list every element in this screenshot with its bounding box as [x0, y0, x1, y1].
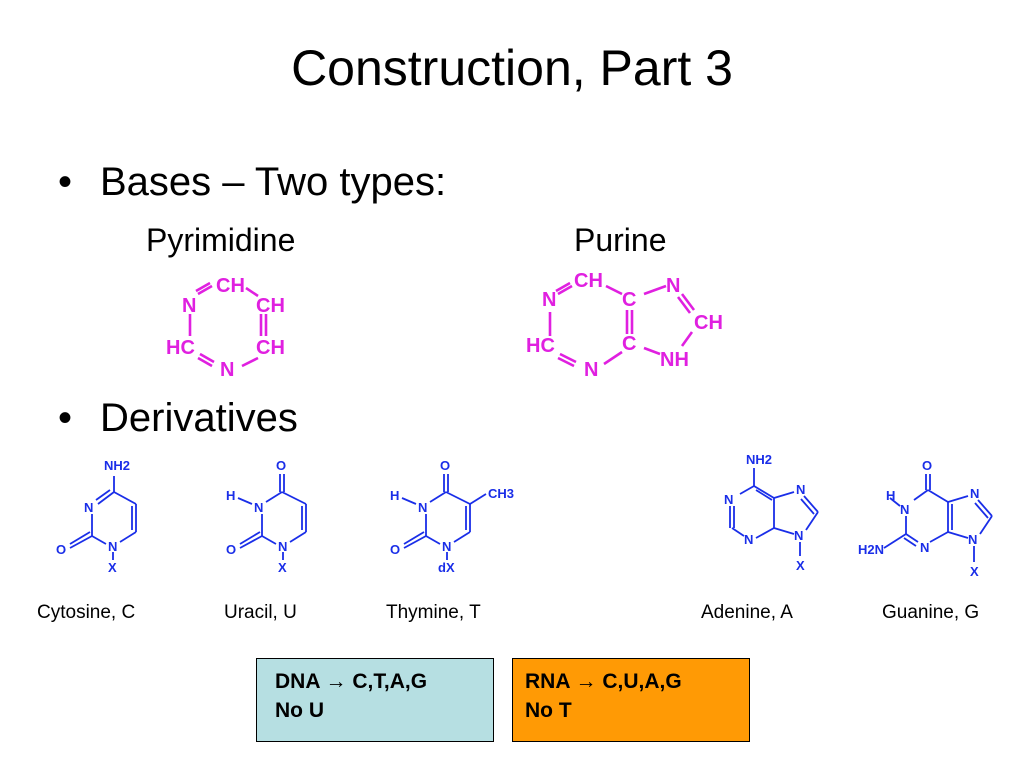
pyrimidine-atom-n-left: N	[182, 295, 196, 317]
guanine-atom-o: O	[922, 458, 932, 473]
guanine-structure: O H N N H2N N N X	[858, 458, 993, 579]
bullet-bases: • Bases – Two types:	[58, 158, 446, 206]
uracil-label: Uracil, U	[224, 602, 297, 623]
pyrimidine-bonds	[188, 281, 268, 368]
cytosine-atom-nh2: NH2	[104, 458, 130, 473]
bullet-bases-text: Bases – Two types:	[100, 160, 447, 204]
purine-atom-n-upper-right: N	[666, 275, 680, 297]
cytosine-atom-n3: N	[84, 500, 93, 515]
pyrimidine-atom-ch-right-top: CH	[256, 295, 285, 317]
thymine-atom-o-top: O	[440, 458, 450, 473]
uracil-atom-n3: N	[254, 500, 263, 515]
adenine-structure: NH2 N N N N X	[724, 452, 819, 573]
rna-box: RNA → C,U,A,G No T	[512, 658, 750, 742]
bullet-mark: •	[58, 160, 73, 204]
uracil-structure: O H N O N X	[226, 458, 307, 575]
guanine-atom-h: H	[886, 488, 895, 503]
cytosine-structure: NH2 N O N X	[56, 458, 137, 575]
adenine-atom-n9: N	[794, 528, 803, 543]
rna-note: No T	[525, 699, 572, 722]
dna-bases: DNA → C,T,A,G	[275, 670, 428, 693]
guanine-label: Guanine, G	[882, 602, 980, 623]
purine-atom-ch-right: CH	[694, 312, 723, 334]
thymine-atom-n1: N	[442, 539, 451, 554]
purine-atom-ch-top: CH	[574, 270, 603, 292]
dna-box: DNA → C,T,A,G No U	[256, 658, 494, 742]
adenine-atom-x: X	[796, 558, 805, 573]
cytosine-atom-o: O	[56, 542, 66, 557]
pyrimidine-label: Pyrimidine	[146, 222, 296, 258]
adenine-bonds	[729, 468, 819, 556]
guanine-bonds	[883, 474, 993, 562]
thymine-structure: O H N CH3 O N dX	[390, 458, 514, 575]
guanine-atom-n3: N	[920, 540, 929, 555]
slide-title: Construction, Part 3	[291, 40, 733, 96]
guanine-atom-n7: N	[970, 486, 979, 501]
purine-structure: CH C N CH NH C N HC N	[526, 270, 723, 381]
thymine-atom-h: H	[390, 488, 399, 503]
pyrimidine-structure: CH CH CH N HC N	[166, 275, 285, 381]
dna-note: No U	[275, 699, 324, 722]
uracil-atom-n1: N	[278, 539, 287, 554]
thymine-atom-ch3: CH3	[488, 486, 514, 501]
pyrimidine-atom-hc: HC	[166, 337, 195, 359]
guanine-atom-h2n: H2N	[858, 542, 884, 557]
adenine-atom-n7: N	[796, 482, 805, 497]
purine-atom-c-upper: C	[622, 289, 636, 311]
rna-bases: RNA → C,U,A,G	[525, 670, 682, 693]
uracil-bonds	[237, 474, 307, 560]
uracil-atom-o-top: O	[276, 458, 286, 473]
purine-atom-nh: NH	[660, 349, 689, 371]
guanine-atom-n9: N	[968, 532, 977, 547]
adenine-atom-nh2: NH2	[746, 452, 772, 467]
purine-atom-hc: HC	[526, 335, 555, 357]
thymine-atom-dx: dX	[438, 560, 455, 575]
purine-bonds	[548, 281, 696, 368]
thymine-atom-n3: N	[418, 500, 427, 515]
thymine-label: Thymine, T	[386, 602, 481, 623]
uracil-atom-o: O	[226, 542, 236, 557]
uracil-atom-x: X	[278, 560, 287, 575]
adenine-atom-n3: N	[744, 532, 753, 547]
adenine-atom-n1: N	[724, 492, 733, 507]
purine-label: Purine	[574, 222, 667, 258]
pyrimidine-atom-n-bottom: N	[220, 359, 234, 381]
thymine-bonds	[401, 474, 487, 560]
bullet-derivatives-text: Derivatives	[100, 396, 298, 440]
cytosine-bonds	[69, 476, 137, 560]
pyrimidine-atom-ch-right-bottom: CH	[256, 337, 285, 359]
bullet-mark: •	[58, 396, 73, 440]
cytosine-atom-n1: N	[108, 539, 117, 554]
adenine-label: Adenine, A	[701, 602, 793, 623]
uracil-atom-h: H	[226, 488, 235, 503]
guanine-atom-n1: N	[900, 502, 909, 517]
pyrimidine-atom-ch-top: CH	[216, 275, 245, 297]
guanine-atom-x: X	[970, 564, 979, 579]
purine-atom-n-bottom: N	[584, 359, 598, 381]
bullet-derivatives: • Derivatives	[58, 394, 298, 442]
cytosine-label: Cytosine, C	[37, 602, 136, 623]
thymine-atom-o: O	[390, 542, 400, 557]
purine-atom-c-lower: C	[622, 333, 636, 355]
purine-atom-n-left: N	[542, 289, 556, 311]
cytosine-atom-x: X	[108, 560, 117, 575]
